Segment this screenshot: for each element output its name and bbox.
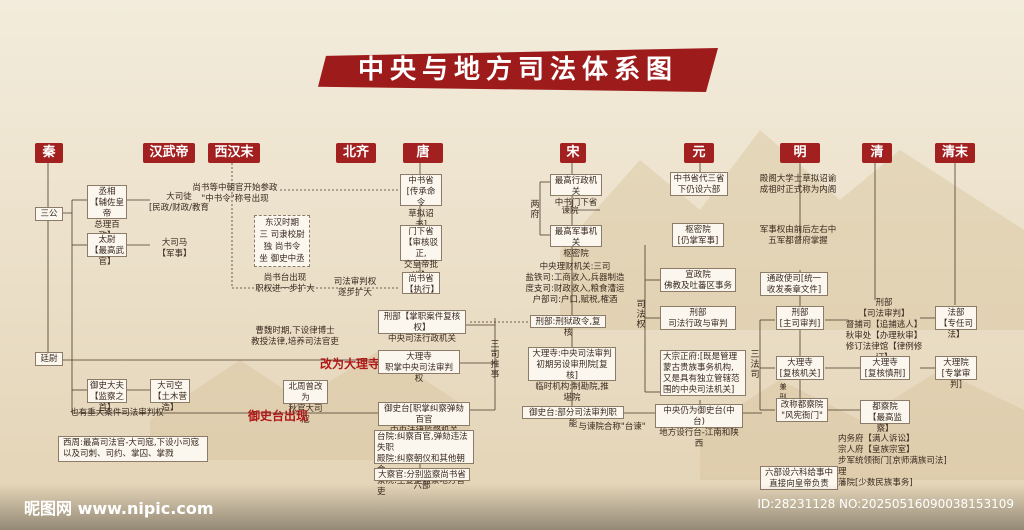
- node-qing-xingbu: 刑部 【司法审判】 督捕司【追捕逃人】 秋审处【办理秋审】 修订法律馆【律例修订…: [845, 298, 923, 363]
- era-yuan: 元: [684, 143, 714, 163]
- node-song-shumi: 最高军事机关 枢密院: [550, 225, 602, 259]
- node-taiyuan: 台院:纠察百官,弹劾违法失职 殿院:纠察朝仪和其他朝会 察院:主要是监察地方官吏: [374, 430, 474, 497]
- node-song-dali: 大理寺:中央司法审判 初期另设审刑院[复核] 临时机构:制勘院,推堪院: [528, 347, 616, 403]
- era-ming: 明: [780, 143, 820, 163]
- node-xizhou: 西周:最高司法官-大司寇,下设小司寇 以及司刺、司约、掌囚、掌戮: [58, 436, 208, 462]
- node-tang-dali: 大理寺 职掌中央司法审判权: [378, 350, 460, 384]
- node-song-xingbu: 刑部:刑狱政令,复核: [530, 315, 606, 338]
- node-yuan-xuanzheng: 宣政院 佛教及吐蕃区事务: [660, 268, 736, 292]
- node-song-sansi: 中央理财机关:三司 盐铁司:工商收入,兵器制造 度支司:财政收入,粮食漕运 户部…: [525, 262, 625, 305]
- node-tang-zhongshu: 中书省 [传承命令 草拟诏书]: [400, 174, 442, 230]
- node-yuan-shumi: 枢密院 [仍掌军事]: [672, 223, 724, 247]
- node-song-zhongshu: 最高行政机关 中书门下省: [550, 174, 602, 208]
- node-beizhou: 北周曾改为 秋官大司寇: [283, 380, 328, 425]
- node-tang-shangshu: 尚书省 【执行】: [402, 272, 440, 295]
- node-sifa-kuoda: 司法审判权 逐步扩大: [333, 277, 377, 298]
- node-yuan-yushi: 中央仍为御史台(中台) 地方设行台-江南和陕西: [655, 404, 743, 449]
- node-dachaguan: 大察官:分别监察尚书省六部: [374, 468, 470, 491]
- node-yutai-note: 与谏院合称"台谏": [578, 422, 646, 432]
- node-qing-ducha: 都察院 【最高监察】: [860, 400, 910, 434]
- era-tang: 唐: [403, 143, 443, 163]
- node-tang-sansi: 三 司 推 事: [490, 340, 500, 380]
- node-yushidafu: 御史大夫 【监察之首】: [87, 379, 127, 413]
- era-song: 宋: [560, 143, 586, 163]
- label-gaiwei-dalisi: 改为大理寺: [320, 357, 381, 371]
- node-qingmo-fabu: 法部 【专任司法】: [935, 306, 977, 340]
- node-dasima: 大司马 【军事】: [157, 238, 192, 259]
- label-yushitai-chuxian: 御史台出现: [248, 409, 309, 423]
- node-shangshu-note: 尚书等中朝官开始参政 "中书令"称号出现: [192, 183, 278, 204]
- node-shangshutai: 尚书台出现 职权进一步扩大: [255, 273, 315, 294]
- era-qingmo: 清末: [935, 143, 975, 163]
- era-beiqi: 北齐: [336, 143, 376, 163]
- node-tang-xingbu: 刑部【掌职案件复核权】 中央司法行政机关: [378, 310, 466, 344]
- node-yuan-zhongshu: 中书省代三省 下仍设六部: [670, 172, 728, 196]
- node-dasikong: 大司空 【土木营造】: [150, 379, 190, 413]
- node-yuan-sifaquan: 司 法 权: [636, 300, 646, 330]
- node-qing-neiwu: 内务府【满人诉讼】 宗人府【皇族宗室】 步军统领衙门[京师满族司法]理 藩院[少…: [838, 434, 947, 488]
- page-title: 中央与地方司法体系图: [357, 55, 678, 85]
- node-tingwei: 廷尉: [35, 352, 63, 366]
- node-dasitu: 大司徒 [民政/财政/教育: [148, 192, 210, 213]
- node-sangong: 三公: [35, 207, 63, 221]
- node-ming-junshi: 军事权由前后左右中 五军都督府掌握: [759, 225, 837, 246]
- node-qingmo-daliyuan: 大理院 [专掌审判]: [935, 356, 977, 390]
- watermark-left: 昵图网 www.nipic.com: [24, 499, 214, 518]
- node-taiwei: 太尉 【最高武官】: [87, 233, 127, 267]
- node-caowei-note: 曹魏时期,下设律博士 教授法律,培养司法官吏: [251, 326, 339, 347]
- node-song-lianfu: 两 府: [530, 200, 540, 220]
- era-qin: 秦: [35, 143, 63, 163]
- node-liubu: 六部设六科给事中 直接向皇帝负责: [760, 466, 838, 490]
- node-song-jianyuan: 谏院: [561, 206, 579, 216]
- node-yuan-xingbu: 刑部 司法行政与审判: [660, 306, 736, 330]
- node-tang-yushitai: 御史台[职掌纠察弹劾百官 中央法律监督机关: [378, 402, 470, 436]
- node-qing-dali: 大理寺 [复核慎刑]: [860, 356, 910, 380]
- node-ming-tongzheng: 通政使司[统一 收发奏章文件]: [760, 272, 828, 296]
- node-donghan: 东汉时期 三 司隶校尉 独 尚书令 坐 御史中丞: [254, 215, 310, 267]
- era-qing: 清: [862, 143, 892, 163]
- node-ming-dali: 大理寺 [复核机关]: [776, 356, 824, 380]
- era-xihan-mo: 西汉末: [208, 143, 260, 163]
- node-ming-xingbu: 刑部 [主司审判]: [776, 306, 824, 330]
- node-ming-ducha: 改称都察院 "风宪衙门": [776, 398, 828, 422]
- node-yuan-dazong: 大宗正府:[既是管理 蒙古贵族事务机构, 又是具有独立管辖范 围的中央司法机关]: [660, 350, 746, 396]
- title-banner: [318, 48, 718, 92]
- node-tang-menxia: 门下省 【审核驳正, 交皇帝批准】: [400, 225, 442, 281]
- node-yeyou: 也有重大案件司法审判权: [70, 408, 164, 418]
- era-han-wudi: 汉武帝: [143, 143, 195, 163]
- watermark-strip: [0, 484, 1024, 530]
- watermark-right: ID:28231128 NO:20250516090038153109: [757, 497, 1014, 511]
- node-chengxiang: 丞相 【辅佐皇帝 总理百政】: [87, 185, 127, 241]
- node-ming-dianxue: 殿阁大学士草拟诏谕 成祖时正式称为内阁: [759, 174, 837, 195]
- node-ming-jianyu: 兼 刑: [779, 383, 787, 401]
- node-song-yushitai: 御史台:部分司法审判职能: [522, 406, 624, 429]
- node-ming-sanfasi: 三 法 司: [750, 350, 760, 380]
